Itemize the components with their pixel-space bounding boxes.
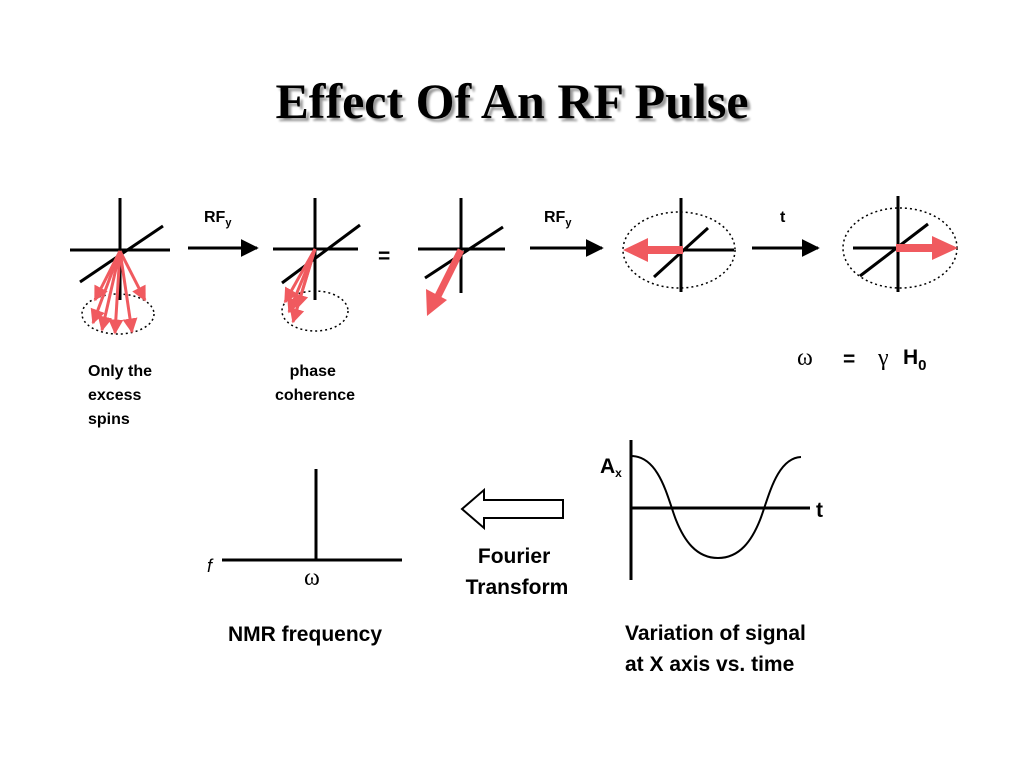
frame-excess-spins [70, 198, 170, 335]
caption-excess-spins: Only the excess spins [88, 363, 156, 428]
rf-pulse-arrow-2: RFy [530, 209, 604, 257]
frame-phase-coherence [273, 198, 361, 332]
slide-title: Effect Of An RF Pulse [275, 73, 749, 129]
frame-net-vector [418, 198, 505, 316]
svg-text:t: t [780, 209, 786, 226]
svg-text:γ: γ [877, 345, 889, 371]
frame-xy-right [842, 196, 958, 292]
signal-caption: Variation of signal at X axis vs. time [625, 622, 812, 676]
signal-y-label: Ax [600, 455, 622, 480]
larmor-equation: ω = γ H0 [797, 345, 927, 374]
signal-plot: Ax t Variation of signal at X axis vs. t… [600, 440, 823, 676]
caption-phase-coherence: phase coherence [275, 363, 355, 404]
svg-text:RFy: RFy [544, 209, 572, 229]
svg-text:=: = [843, 348, 855, 371]
spin-vectors [90, 250, 147, 335]
frame-xy-left [622, 198, 736, 292]
svg-text:H0: H0 [903, 346, 927, 374]
freq-caption: NMR frequency [228, 623, 382, 646]
svg-text:ω: ω [797, 345, 813, 371]
fourier-caption: Fourier Transform [466, 545, 569, 599]
frequency-spectrum: f ω NMR frequency [207, 469, 402, 646]
cosine-signal [630, 455, 802, 560]
fourier-transform-arrow: Fourier Transform [460, 487, 569, 599]
svg-text:RFy: RFy [204, 209, 232, 229]
rf-pulse-arrow-1: RFy [188, 209, 259, 257]
equals-sign: = [378, 245, 390, 268]
time-arrow: t [752, 209, 820, 257]
signal-x-label: t [816, 499, 823, 522]
freq-peak-label: ω [304, 565, 320, 591]
freq-axis-label: f [207, 556, 214, 576]
